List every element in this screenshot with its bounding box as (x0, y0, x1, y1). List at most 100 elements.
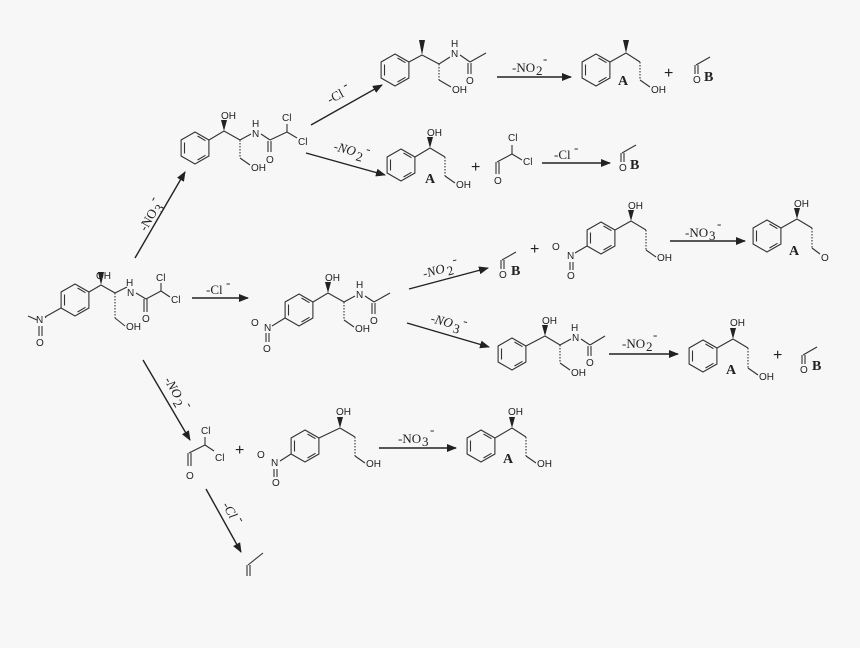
svg-text:+: + (664, 65, 673, 82)
svg-text:Cl: Cl (156, 273, 165, 284)
svg-text:B: B (511, 264, 520, 279)
product-a-lower-middle: OH OH A (688, 318, 774, 383)
svg-text:O: O (552, 242, 560, 253)
dichloroacetaldehyde-row2: O Cl Cl (494, 133, 532, 187)
svg-text:-NO: -NO (512, 60, 535, 75)
svg-text:2: 2 (536, 63, 543, 78)
svg-text:H: H (126, 278, 133, 289)
middle-intermediate: N O O OH OH H N O (251, 273, 391, 355)
svg-text:N: N (271, 458, 278, 469)
svg-text:O: O (142, 314, 150, 325)
svg-text:-: - (339, 77, 350, 92)
svg-text:OH: OH (251, 163, 266, 174)
svg-text:N: N (572, 333, 579, 344)
svg-text:OH: OH (427, 128, 442, 139)
svg-text:+: + (773, 347, 782, 364)
arrow-minus-no3-upper: -NO 3 - (134, 171, 186, 259)
svg-text:O: O (466, 76, 474, 87)
svg-text:-: - (653, 327, 657, 342)
label-compound-a: A (618, 74, 629, 89)
svg-text:+: + (471, 159, 480, 176)
svg-text:A: A (789, 244, 800, 259)
svg-text:O: O (272, 478, 280, 489)
svg-text:-Cl: -Cl (206, 282, 223, 297)
svg-text:-NO: -NO (685, 225, 708, 240)
svg-text:-: - (365, 141, 373, 157)
svg-text:H: H (252, 119, 259, 130)
nitrophenylpropanediol-middle: N O O OH OH (552, 201, 672, 282)
svg-text:O: O (266, 155, 274, 166)
svg-text:N: N (264, 323, 271, 334)
svg-text:-NO: -NO (332, 138, 358, 158)
svg-text:O: O (263, 344, 271, 355)
svg-text:2: 2 (354, 148, 364, 164)
svg-text:OH: OH (537, 459, 552, 470)
product-a-row2: OH OH A (386, 128, 471, 191)
svg-text:OH: OH (542, 316, 557, 327)
svg-text:N: N (451, 49, 458, 60)
product-a-top: OH A (581, 40, 666, 96)
svg-text:Cl: Cl (508, 133, 517, 144)
svg-text:OH: OH (336, 407, 351, 418)
svg-text:-: - (717, 216, 721, 231)
svg-text:Cl: Cl (171, 295, 180, 306)
svg-text:A: A (425, 172, 436, 187)
product-a-middle: OH O A (752, 199, 829, 264)
svg-text:Cl: Cl (523, 157, 532, 168)
svg-text:O: O (370, 316, 378, 327)
svg-text:OH: OH (456, 180, 471, 191)
svg-text:O: O (693, 75, 701, 86)
svg-text:OH: OH (325, 273, 340, 284)
product-b-lower-middle: O B (800, 346, 821, 376)
svg-text:Cl: Cl (282, 113, 291, 124)
svg-text:O: O (567, 271, 575, 282)
svg-text:O: O (186, 471, 194, 482)
svg-text:H: H (571, 323, 578, 334)
svg-text:O: O (800, 365, 808, 376)
svg-text:Cl: Cl (201, 426, 210, 437)
svg-text:N: N (127, 288, 134, 299)
product-b-middle: O B (499, 251, 520, 281)
svg-text:-NO: -NO (398, 431, 421, 446)
svg-text:OH: OH (657, 253, 672, 264)
svg-text:Cl: Cl (298, 137, 307, 148)
svg-text:3: 3 (709, 228, 716, 243)
arrow-minus-no3-lower-middle: -NO 3 - (406, 310, 490, 349)
arrow-minus-no2-top: -NO 2 - (497, 51, 572, 81)
product-b-row2: O B (619, 144, 639, 174)
svg-text:OH: OH (452, 85, 467, 96)
atom-o: O (36, 338, 44, 349)
svg-text:-: - (145, 193, 160, 204)
svg-text:B: B (704, 70, 713, 85)
svg-text:O: O (821, 253, 829, 264)
svg-text:B: B (630, 158, 639, 173)
starting-material-chloramphenicol: N · O OH OH H N O Cl Cl (27, 271, 180, 349)
fragment-lower (246, 552, 264, 576)
dichloroacetaldehyde-lower: O Cl Cl (186, 426, 224, 482)
svg-text:-Cl: -Cl (219, 499, 240, 521)
svg-text:OH: OH (759, 372, 774, 383)
svg-text:O: O (257, 450, 265, 461)
atom-n: N (36, 315, 43, 326)
svg-text:3: 3 (451, 320, 461, 336)
svg-text:OH: OH (571, 368, 586, 379)
svg-text:H: H (451, 39, 458, 50)
arrow-minus-no3-middle: -NO 3 - (670, 216, 746, 245)
svg-text:-NO: -NO (421, 260, 447, 280)
svg-text:-Cl: -Cl (324, 85, 346, 106)
arrow-minus-no3-lower: -NO 3 - (379, 422, 457, 452)
svg-text:N: N (356, 290, 363, 301)
svg-text:-: - (226, 275, 230, 290)
svg-text:+: + (235, 442, 244, 459)
svg-text:O: O (499, 270, 507, 281)
svg-text:OH: OH (651, 85, 666, 96)
atom-oh: OH (96, 271, 111, 282)
svg-text:-Cl: -Cl (554, 147, 571, 162)
deschloro-acetamide-top: OH H N O (380, 39, 487, 96)
svg-text:O: O (586, 358, 594, 369)
nitrophenylpropanediol-lower: N O O OH OH (257, 407, 381, 489)
upper-intermediate: OH OH H N O Cl Cl (180, 111, 307, 174)
arrow-minus-no2-lower: -NO 2 - (142, 359, 198, 441)
svg-text:-: - (462, 313, 470, 329)
